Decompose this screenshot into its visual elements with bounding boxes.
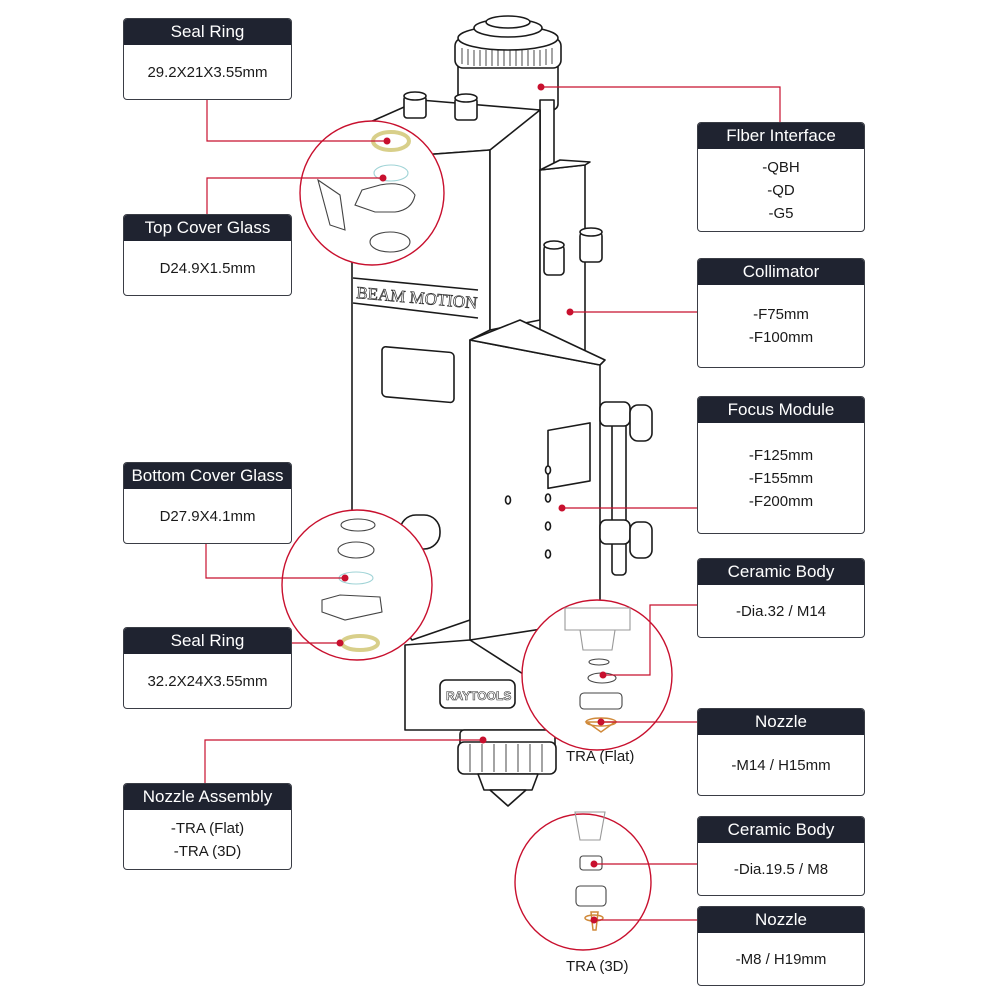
- caption-tra-3d: TRA (3D): [566, 958, 629, 975]
- callout-line: -Dia.32 / M14: [735, 602, 827, 620]
- callout-title: Flber Interface: [698, 123, 864, 149]
- leader-lines: [204, 86, 781, 921]
- callout-ceramic-body-3d: Ceramic Body -Dia.19.5 / M8: [697, 816, 865, 896]
- callout-title: Collimator: [698, 259, 864, 285]
- detail-circle-tra-flat: [521, 599, 673, 751]
- callout-line: D27.9X4.1mm: [159, 507, 256, 525]
- callout-line: -Dia.19.5 / M8: [733, 860, 829, 878]
- logo-label: RAYTOOLS: [446, 689, 511, 703]
- callout-line: 32.2X24X3.55mm: [147, 672, 268, 690]
- detail-circle-top: [299, 120, 445, 266]
- callout-focus-module: Focus Module -F125mm -F155mm -F200mm: [697, 396, 865, 534]
- callout-ceramic-body-flat: Ceramic Body -Dia.32 / M14: [697, 558, 865, 638]
- callout-top-cover-glass: Top Cover Glass D24.9X1.5mm: [123, 214, 292, 296]
- callout-title: Ceramic Body: [698, 817, 864, 843]
- callout-line: -F200mm: [748, 492, 814, 510]
- top-connectors: [403, 91, 478, 121]
- water-pipe: [599, 401, 653, 576]
- leader-dots: [336, 83, 607, 924]
- callout-line: -TRA (3D): [173, 842, 242, 860]
- callout-title: Nozzle Assembly: [124, 784, 291, 810]
- callout-line: -M14 / H15mm: [731, 756, 831, 774]
- callout-bottom-cover-glass: Bottom Cover Glass D27.9X4.1mm: [123, 462, 292, 544]
- callout-nozzle-assembly: Nozzle Assembly -TRA (Flat) -TRA (3D): [123, 783, 292, 870]
- callout-title: Seal Ring: [124, 628, 291, 654]
- callout-collimator: Collimator -F75mm -F100mm: [697, 258, 865, 368]
- callout-title: Nozzle: [698, 709, 864, 735]
- callout-line: -F125mm: [748, 446, 814, 464]
- callout-line: -QBH: [762, 158, 800, 176]
- callout-line: 29.2X21X3.55mm: [147, 63, 268, 81]
- detail-circle-tra-3d: [514, 813, 652, 951]
- callout-title: Nozzle: [698, 907, 864, 933]
- callout-title: Top Cover Glass: [124, 215, 291, 241]
- fiber-interface-part: [454, 15, 562, 196]
- callout-seal-ring-bottom: Seal Ring 32.2X24X3.55mm: [123, 627, 292, 709]
- callout-seal-ring-top: Seal Ring 29.2X21X3.55mm: [123, 18, 292, 100]
- callout-line: -M8 / H19mm: [735, 950, 827, 968]
- callout-title: Seal Ring: [124, 19, 291, 45]
- callout-line: -G5: [768, 204, 794, 222]
- callout-title: Focus Module: [698, 397, 864, 423]
- callout-line: -F155mm: [748, 469, 814, 487]
- callout-line: -F75mm: [753, 306, 809, 323]
- lower-module: [404, 639, 557, 807]
- callout-title: Ceramic Body: [698, 559, 864, 585]
- callout-line: D24.9X1.5mm: [159, 259, 256, 277]
- callout-title: Bottom Cover Glass: [124, 463, 291, 489]
- detail-circle-bottom: [281, 509, 433, 661]
- callout-line: -QD: [767, 181, 795, 199]
- callout-nozzle-flat: Nozzle -M14 / H15mm: [697, 708, 865, 796]
- callout-line: -F100mm: [748, 329, 814, 346]
- caption-tra-flat: TRA (Flat): [566, 748, 635, 765]
- callout-line: -TRA (Flat): [170, 819, 245, 837]
- callout-nozzle-3d: Nozzle -M8 / H19mm: [697, 906, 865, 986]
- focus-module-part: [469, 319, 606, 641]
- callout-fiber-interface: Flber Interface -QBH -QD -G5: [697, 122, 865, 232]
